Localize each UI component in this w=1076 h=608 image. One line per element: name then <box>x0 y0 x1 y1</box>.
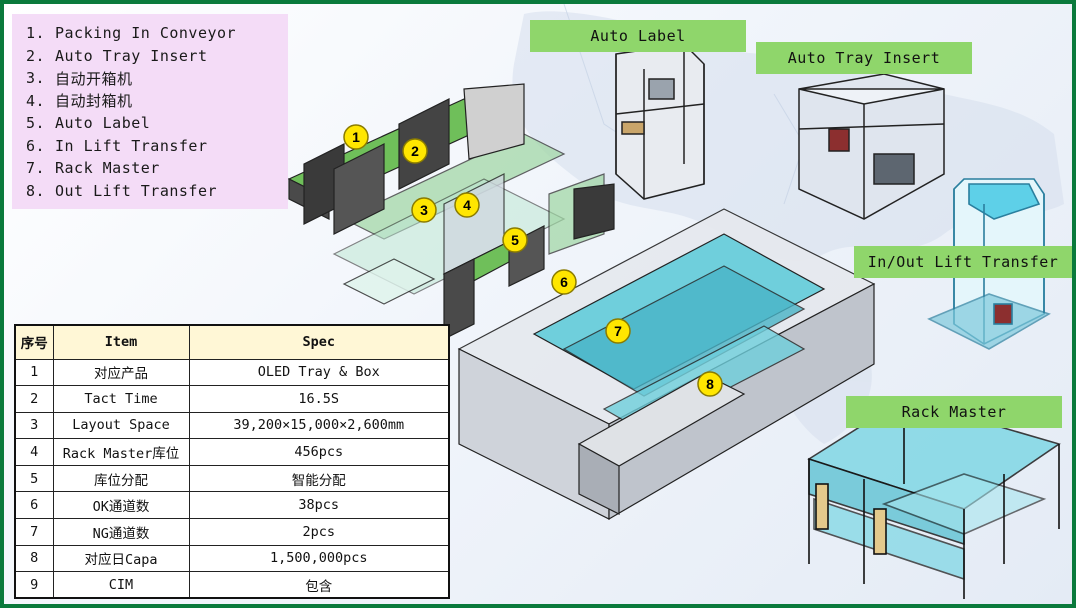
row-spec: 16.5S <box>188 385 450 413</box>
step-item: 7.Rack Master <box>26 159 160 178</box>
row-no: 5 <box>14 464 54 493</box>
step-label: 自动开箱机 <box>55 69 133 88</box>
auto-label-machine <box>615 43 705 200</box>
marker-8: 8 <box>697 371 723 397</box>
marker-8-label: 8 <box>706 376 714 392</box>
marker-2-label: 2 <box>411 143 419 159</box>
auto-tray-insert-banner: Auto Tray Insert <box>756 42 972 74</box>
step-label: Rack Master <box>55 159 160 178</box>
marker-1-label: 1 <box>352 129 360 145</box>
header-item: Item <box>52 324 190 360</box>
marker-5: 5 <box>502 227 528 253</box>
marker-3: 3 <box>411 197 437 223</box>
lift-transfer-banner: In/Out Lift Transfer <box>854 246 1072 278</box>
step-label: 自动封箱机 <box>55 92 133 111</box>
step-item: 6.In Lift Transfer <box>26 136 208 155</box>
rack-master-units <box>807 398 1061 599</box>
process-step-list: 1.Packing In Conveyor 2.Auto Tray Insert… <box>12 14 288 209</box>
row-spec: 38pcs <box>188 491 450 520</box>
row-spec: 包含 <box>188 571 450 599</box>
row-item: NG通道数 <box>52 518 190 546</box>
step-label: Out Lift Transfer <box>55 181 218 200</box>
step-label: In Lift Transfer <box>55 136 208 155</box>
step-item: 8.Out Lift Transfer <box>26 181 218 200</box>
step-item: 5.Auto Label <box>26 114 151 133</box>
marker-1: 1 <box>343 124 369 150</box>
marker-7-label: 7 <box>614 323 622 339</box>
step-label: Auto Label <box>55 114 151 133</box>
row-spec: 智能分配 <box>188 464 450 493</box>
rack-master-enclosure <box>457 208 876 521</box>
table-header-row: 序号 Item Spec <box>14 324 450 360</box>
step-label: Packing In Conveyor <box>55 24 237 43</box>
row-item: Rack Master库位 <box>52 438 190 466</box>
row-item: 对应产品 <box>52 358 190 387</box>
auto-label-banner: Auto Label <box>530 20 746 52</box>
marker-6: 6 <box>551 269 577 295</box>
marker-3-label: 3 <box>420 202 428 218</box>
row-no: 8 <box>14 544 54 573</box>
auto-tray-insert-machine <box>798 73 945 220</box>
row-spec: 1,500,000pcs <box>188 544 450 573</box>
row-item: 库位分配 <box>52 464 190 493</box>
row-spec: 2pcs <box>188 518 450 546</box>
row-no: 6 <box>14 491 54 520</box>
production-line-drawing: 1 2 3 4 5 6 7 8 <box>287 43 1061 599</box>
marker-6-label: 6 <box>560 274 568 290</box>
marker-4: 4 <box>454 192 480 218</box>
row-item: Tact Time <box>52 385 190 413</box>
row-no: 9 <box>14 571 54 599</box>
marker-5-label: 5 <box>511 232 519 248</box>
row-spec: 39,200×15,000×2,600mm <box>188 411 450 440</box>
row-spec: OLED Tray & Box <box>188 358 450 387</box>
rack-master-banner: Rack Master <box>846 396 1062 428</box>
packing-conveyor-line <box>287 83 615 340</box>
step-item: 2.Auto Tray Insert <box>26 46 208 65</box>
row-spec: 456pcs <box>188 438 450 466</box>
step-item: 4.自动封箱机 <box>26 91 133 111</box>
row-item: OK通道数 <box>52 491 190 520</box>
marker-7: 7 <box>605 318 631 344</box>
row-item: CIM <box>52 571 190 599</box>
marker-2: 2 <box>402 138 428 164</box>
row-no: 1 <box>14 358 54 387</box>
step-markers: 1 2 3 4 5 6 7 8 <box>343 124 723 397</box>
marker-4-label: 4 <box>463 197 471 213</box>
row-no: 3 <box>14 411 54 440</box>
header-spec: Spec <box>188 324 450 360</box>
row-no: 2 <box>14 385 54 413</box>
header-no: 序号 <box>14 324 54 360</box>
step-item: 1.Packing In Conveyor <box>26 24 237 43</box>
row-no: 7 <box>14 518 54 546</box>
row-item: Layout Space <box>52 411 190 440</box>
step-label: Auto Tray Insert <box>55 46 208 65</box>
row-no: 4 <box>14 438 54 466</box>
row-item: 对应日Capa <box>52 544 190 573</box>
step-item: 3.自动开箱机 <box>26 69 133 88</box>
